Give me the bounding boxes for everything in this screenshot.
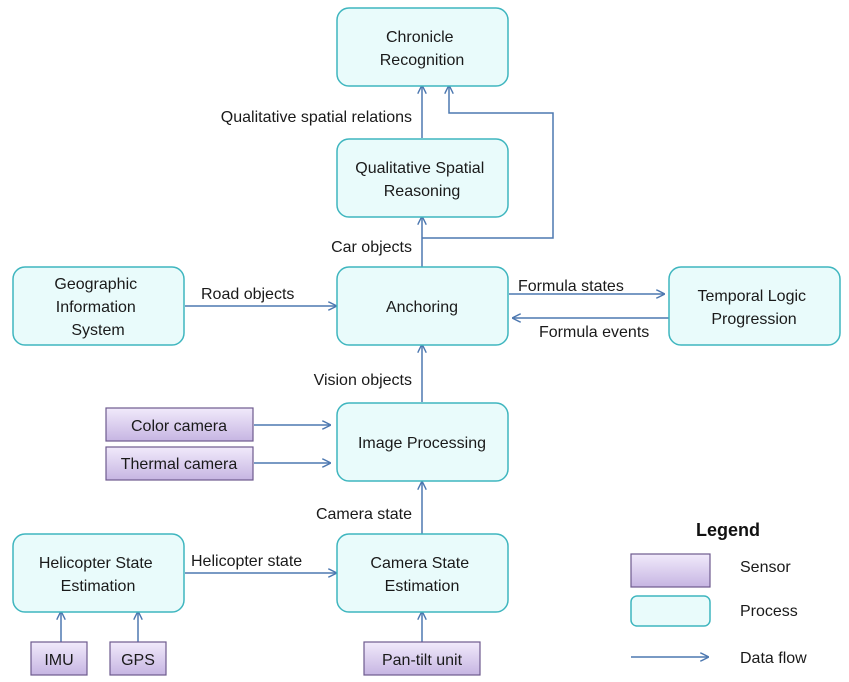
svg-text:Camera State Estimation: Camera State Estimation <box>370 555 473 595</box>
legend: Legend Sensor Process Data flow <box>630 520 807 667</box>
sensor-gps-label: GPS <box>121 652 155 669</box>
arrow-anchoring-to-chronicle <box>422 86 554 239</box>
flow-label-camera-state: Camera state <box>316 506 412 523</box>
legend-sensor-swatch <box>630 553 711 588</box>
chronicle-line-1: Chronicle <box>386 29 454 46</box>
legend-sensor-label: Sensor <box>740 559 791 576</box>
process-temporal-logic-progression: Temporal Logic Progression <box>668 266 841 346</box>
legend-process-label: Process <box>740 603 798 620</box>
anchoring-line-1: Anchoring <box>386 299 458 316</box>
legend-process-swatch <box>630 595 711 627</box>
sensor-thermal-camera: Thermal camera <box>105 446 254 481</box>
sensor-color-camera-label: Color camera <box>131 418 227 435</box>
process-anchoring: Anchoring <box>336 266 509 346</box>
flow-label-car-objects: Car objects <box>331 239 412 256</box>
svg-text:Image Processing: Image Processing <box>358 435 486 452</box>
qsr-line-2: Reasoning <box>384 183 461 200</box>
sensor-imu-label: IMU <box>44 652 73 669</box>
data-flows <box>61 86 669 642</box>
sensor-thermal-camera-label: Thermal camera <box>121 456 238 473</box>
flow-label-road-objects: Road objects <box>201 286 294 303</box>
heli-line-1: Helicopter State <box>39 555 153 572</box>
svg-text:Qualitative Spatial Reas: Qualitative Spatial Reasoning <box>355 160 488 200</box>
gis-line-2: Information <box>56 299 136 316</box>
svg-text:Anchoring: Anchoring <box>386 299 458 316</box>
tlp-line-1: Temporal Logic <box>698 288 807 305</box>
camstate-line-1: Camera State <box>370 555 469 572</box>
flow-label-qualitative-relations: Qualitative spatial relations <box>221 109 412 126</box>
process-image-processing: Image Processing <box>336 402 509 482</box>
legend-title: Legend <box>696 520 760 540</box>
process-geographic-information-system: Geographic Information System <box>12 266 185 346</box>
gis-line-3: System <box>71 322 124 339</box>
legend-dataflow-label: Data flow <box>740 650 807 667</box>
tlp-line-2: Progression <box>711 311 796 328</box>
sensor-imu: IMU <box>30 641 88 676</box>
camstate-line-2: Estimation <box>385 578 460 595</box>
svg-text:Helicopter State Estimat: Helicopter State Estimation <box>39 555 157 595</box>
sensor-gps: GPS <box>109 641 167 676</box>
flow-label-helicopter-state: Helicopter state <box>191 553 302 570</box>
process-helicopter-state-estimation: Helicopter State Estimation <box>12 533 185 613</box>
svg-text:Geographic Information: Geographic Information System <box>54 276 141 339</box>
heli-line-2: Estimation <box>61 578 136 595</box>
process-qualitative-spatial-reasoning: Qualitative Spatial Reasoning <box>336 138 509 218</box>
sensor-pan-tilt-label: Pan-tilt unit <box>382 652 463 669</box>
gis-line-1: Geographic <box>54 276 137 293</box>
sensor-pan-tilt-unit: Pan-tilt unit <box>363 641 481 676</box>
process-chronicle-recognition: Chronicle Recognition <box>336 7 509 87</box>
flow-label-formula-states: Formula states <box>518 278 624 295</box>
chronicle-line-2: Recognition <box>380 52 465 69</box>
svg-text:Chronicle Recognition: Chronicle Recognition <box>380 29 465 69</box>
flow-labels: Qualitative spatial relations Car object… <box>191 109 649 570</box>
process-camera-state-estimation: Camera State Estimation <box>336 533 509 613</box>
flow-label-vision-objects: Vision objects <box>314 372 412 389</box>
svg-text:Temporal Logic Progressi: Temporal Logic Progression <box>698 288 811 328</box>
flow-label-formula-events: Formula events <box>539 324 649 341</box>
image-line-1: Image Processing <box>358 435 486 452</box>
qsr-line-1: Qualitative Spatial <box>355 160 484 177</box>
sensor-color-camera: Color camera <box>105 407 254 442</box>
